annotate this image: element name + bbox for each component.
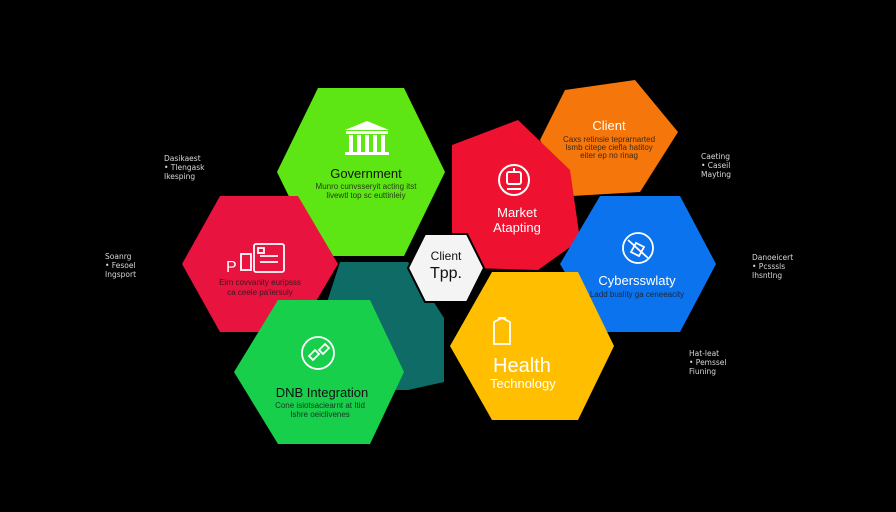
dnb-title: DNB Integration [276,385,369,400]
pd-sub-2: ca ceele pa'iersuly [227,288,293,297]
center-hexagon[interactable]: Client Tpp. [406,233,486,303]
client-title: Client [592,118,626,133]
note-right-low: Hat-leat • Pemssel Fiuning [689,349,727,376]
client-sub-2: Ismb citepe ciefla hatitoy [565,143,653,152]
svg-text:P: P [226,259,237,276]
market-title-1: Market [497,205,537,220]
government-title: Government [330,166,402,181]
note-right-top: Caeting • Caseil Mayting [701,152,732,179]
note-right-mid: Danoeicert • Pcsssls Ihsntlng [752,253,794,280]
health-title-1: Health [493,355,551,377]
link-icon [301,336,335,370]
market-title-2: Atapting [493,220,541,235]
client-sub-3: eiter ep no rinag [580,151,638,160]
cyber-sub-1: Ladd buslity ga ceneeacity [590,290,684,299]
government-hexagon[interactable]: Government Munro cunvsseryit acting itst… [277,88,445,256]
pd-sub-1: Eirn covvanity euripsss [219,278,301,287]
pd-hexagon[interactable]: P Eirn covvanity euripsss ca ceele pa'ie… [182,196,338,332]
market-hexagon[interactable]: Market Atapting [452,120,580,270]
document-stack-icon: P [226,243,285,276]
bottle-icon [493,316,511,345]
dnb-hexagon[interactable]: DNB Integration Cone isiotsaciearnt at I… [234,300,404,444]
bank-icon [345,121,389,155]
dnb-sub-1: Cone isiotsaciearnt at Itid [275,401,365,410]
center-line-1: Client [431,249,462,263]
cyber-title: Cybersswlaty [598,273,676,288]
shield-slash-icon [622,232,654,264]
health-hexagon[interactable]: Health Technology [450,272,614,420]
client-hexagon[interactable]: Client Caxs retinsie teprarnarted Ismb c… [540,80,678,196]
dnb-sub-2: Ishre oeiclivenes [290,410,350,419]
cyber-hexagon[interactable]: Cybersswlaty Ladd buslity ga ceneeacity [560,196,716,332]
government-sub-2: livewtl top sc euttinleiy [326,191,405,200]
client-sub-1: Caxs retinsie teprarnarted [563,135,655,144]
government-sub-1: Munro cunvsseryit acting itst [316,182,418,191]
health-title-2: Technology [490,376,556,391]
center-line-2: Tpp. [430,265,462,282]
robot-icon [498,164,530,196]
note-left-mid: Soanrg • Fesoel Ingsport [105,252,137,279]
note-left-top: Dasikaest • Tlengask Ikesping [164,154,205,181]
